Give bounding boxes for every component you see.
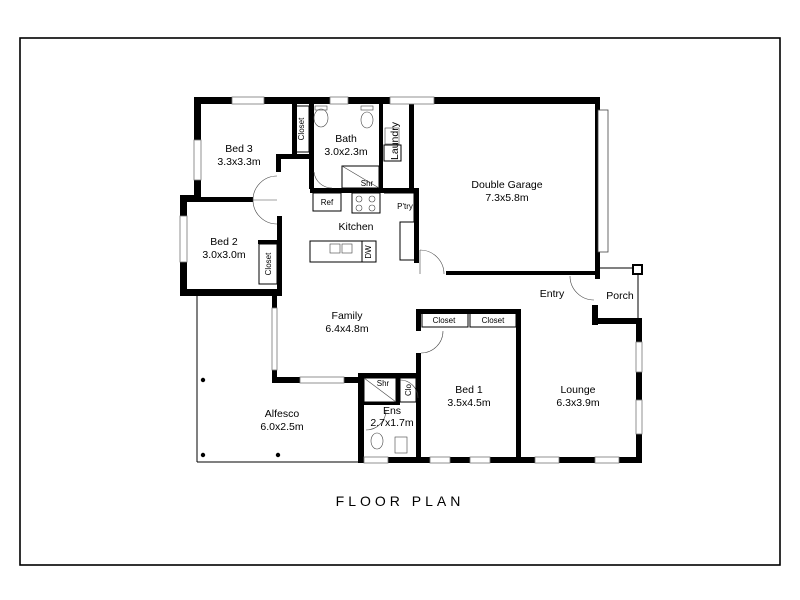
closet-label-bed1-right: Closet [482, 316, 505, 325]
bed2-size: 3.0x3.0m [202, 249, 245, 261]
porch-post [632, 264, 643, 275]
garage-name: Double Garage [471, 179, 542, 191]
bed3-name: Bed 3 [225, 143, 253, 155]
closets [258, 105, 517, 403]
garage-door [597, 109, 609, 253]
alfesco-name: Alfesco [265, 408, 300, 420]
bath-name: Bath [335, 133, 357, 145]
plan-title: FLOOR PLAN [335, 493, 465, 509]
garage-size: 7.3x5.8m [485, 192, 528, 204]
family-size: 6.4x4.8m [325, 323, 368, 335]
windows [179, 96, 643, 464]
bed3-size: 3.3x3.3m [217, 156, 260, 168]
lounge-name: Lounge [560, 384, 595, 396]
closet-label-bed3: Closet [297, 117, 306, 140]
ref-label: Ref [321, 198, 334, 207]
bed2-name: Bed 2 [210, 236, 238, 248]
lounge-size: 6.3x3.9m [556, 397, 599, 409]
shower-label-ens: Shr [377, 379, 390, 388]
dishwasher-label: DW [364, 245, 373, 259]
shower-label-bath: Shr [361, 179, 374, 188]
page-border [19, 37, 781, 566]
family-name: Family [332, 310, 364, 322]
bath-size: 3.0x2.3m [324, 146, 367, 158]
doors [252, 171, 595, 431]
ens-size: 2.7x1.7m [370, 417, 413, 429]
closet-label-bed2: Closet [264, 252, 273, 275]
laundry-name: Laundry [389, 121, 401, 160]
bath-fixtures [313, 105, 408, 454]
alfesco-size: 6.0x2.5m [260, 421, 303, 433]
bed1-size: 3.5x4.5m [447, 397, 490, 409]
pantry-label: P'try [397, 202, 413, 211]
porch-name: Porch [606, 290, 634, 302]
bed1-name: Bed 1 [455, 384, 483, 396]
ens-name: Ens [383, 405, 401, 417]
entry-name: Entry [540, 288, 565, 300]
closet-label-bed1-left: Closet [433, 316, 456, 325]
kitchen-name: Kitchen [338, 221, 373, 233]
clo-label: Clo [404, 383, 413, 396]
kitchen-fixtures [309, 192, 416, 263]
